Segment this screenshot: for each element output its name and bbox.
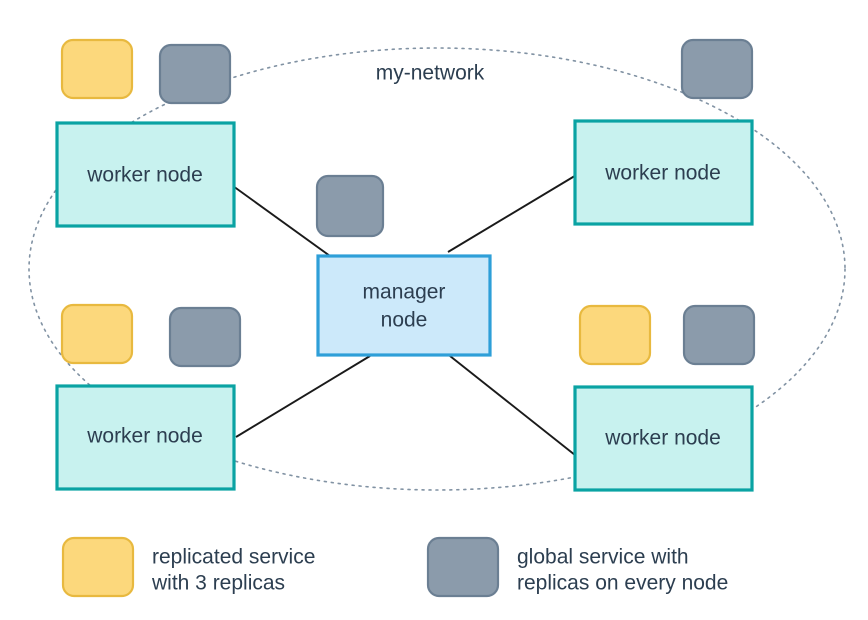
- worker-node-top-right-box[interactable]: [573, 119, 754, 226]
- worker-node-top-left[interactable]: worker node: [55, 121, 236, 228]
- manager-node-box[interactable]: [316, 254, 492, 357]
- replicated-service-square-bottom-right: [578, 304, 652, 366]
- worker-node-bottom-left-box[interactable]: [55, 384, 236, 491]
- global-service-square-bottom-right: [682, 304, 756, 366]
- worker-node-bottom-left-label: worker node: [86, 425, 203, 448]
- manager-node[interactable]: manager node: [316, 254, 492, 357]
- legend-item-global-service: global service with replicas on every no…: [426, 536, 728, 598]
- worker-node-bottom-left[interactable]: worker node: [55, 384, 236, 491]
- legend-global-line2: replicas on every node: [517, 572, 728, 595]
- manager-node-label-line1: manager: [363, 281, 446, 304]
- connection-manager-to-worker-top-left: [232, 185, 331, 257]
- replicated-service-swatch: [61, 536, 135, 598]
- worker-node-bottom-right[interactable]: worker node: [573, 385, 754, 492]
- replicated-service-square-top-left: [60, 38, 134, 100]
- connection-manager-to-worker-bottom-left: [235, 355, 371, 438]
- worker-node-top-right-label: worker node: [604, 162, 721, 185]
- legend-item-replicated-service: replicated service with 3 replicas: [61, 536, 315, 598]
- connection-lines: [232, 173, 581, 460]
- global-service-square-top-right: [680, 38, 754, 100]
- global-service-square-manager: [315, 174, 385, 238]
- worker-node-top-right[interactable]: worker node: [573, 119, 754, 226]
- global-service-square-top-left: [158, 43, 232, 105]
- legend-replicated-line1: replicated service: [152, 546, 315, 569]
- replicated-service-square-bottom-left: [60, 303, 134, 365]
- connection-manager-to-worker-top-right: [447, 173, 579, 253]
- worker-node-bottom-right-box[interactable]: [573, 385, 754, 492]
- legend-global-line1: global service with: [517, 546, 689, 569]
- manager-node-label-line2: node: [381, 309, 428, 332]
- legend-replicated-line2: with 3 replicas: [151, 572, 285, 595]
- connection-manager-to-worker-bottom-right: [449, 355, 581, 460]
- global-service-square-bottom-left: [168, 306, 242, 368]
- worker-node-bottom-right-label: worker node: [604, 427, 721, 450]
- worker-node-top-left-label: worker node: [86, 164, 203, 187]
- network-boundary-ellipse: [28, 47, 846, 491]
- global-service-swatch: [426, 536, 500, 598]
- worker-node-top-left-box[interactable]: [55, 121, 236, 228]
- network-label: my-network: [376, 62, 485, 85]
